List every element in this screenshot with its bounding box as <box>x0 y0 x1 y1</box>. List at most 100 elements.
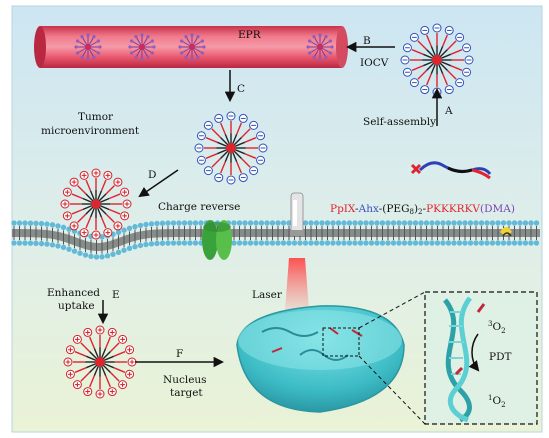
positive-charge <box>60 199 70 209</box>
singlet-oxygen-label: 1O2 <box>488 394 506 409</box>
negative-charge <box>196 131 206 141</box>
positive-charge <box>107 327 117 337</box>
positive-charge <box>118 380 128 390</box>
zoom-box <box>322 327 360 357</box>
positive-charge <box>79 170 89 180</box>
nucleus-target-line1: Nucleus <box>163 374 207 386</box>
negative-charge <box>420 25 430 35</box>
positive-charge <box>95 389 105 399</box>
positive-charge <box>79 228 89 238</box>
positive-charge <box>91 168 101 178</box>
micelle-negative-center <box>194 111 268 185</box>
negative-charge <box>455 78 465 88</box>
positive-charge <box>72 380 82 390</box>
vessel-micelle <box>178 33 206 61</box>
negative-charge <box>462 67 472 77</box>
laser-label: Laser <box>252 289 283 301</box>
positive-charge <box>103 228 113 238</box>
positive-charge <box>118 334 128 344</box>
micelle-group <box>60 23 474 399</box>
negative-charge <box>444 85 454 95</box>
positive-charge <box>120 211 130 221</box>
negative-charge <box>196 155 206 165</box>
negative-charge <box>420 85 430 95</box>
negative-charge <box>258 143 268 153</box>
positive-charge <box>125 345 135 355</box>
negative-charge <box>444 25 454 35</box>
micelle-negative-top-right <box>400 23 474 97</box>
step-d-label: D <box>148 169 156 181</box>
positive-charge <box>62 187 72 197</box>
cell-membrane <box>11 220 540 260</box>
negative-charge <box>400 55 410 65</box>
pdt-label: PDT <box>489 351 512 363</box>
positive-charge <box>113 221 123 231</box>
positive-charge <box>69 221 79 231</box>
negative-charge <box>256 155 266 165</box>
negative-charge <box>432 23 442 33</box>
step-e-label: E <box>112 289 120 301</box>
negative-charge <box>464 55 474 65</box>
negative-charge <box>203 120 213 130</box>
positive-charge <box>125 369 135 379</box>
tumor-label-line2: microenvironment <box>41 125 140 137</box>
positive-charge <box>120 187 130 197</box>
positive-charge <box>127 357 137 367</box>
positive-charge <box>113 177 123 187</box>
iocv-label: IOCV <box>360 57 389 69</box>
laser-source <box>290 192 304 236</box>
epr-label: EPR <box>238 29 262 41</box>
step-c-label: C <box>237 83 245 95</box>
negative-charge <box>214 113 224 123</box>
positive-charge <box>65 345 75 355</box>
enhanced-label-line1: Enhanced <box>47 287 100 299</box>
zoom-panel <box>358 291 538 425</box>
negative-charge <box>238 173 248 183</box>
membrane-channel-protein <box>202 220 232 260</box>
triplet-oxygen-label: 3O2 <box>488 320 506 335</box>
formula-ppix: PpIX <box>330 203 356 215</box>
micelle-positive-membrane <box>60 168 132 240</box>
molecule-formula: PpIX-Ahx-(PEG8)2-PKKKRKV(DMA) <box>330 203 515 216</box>
flow-arrows <box>97 41 443 368</box>
step-a-label: A <box>444 105 453 117</box>
arrow-d <box>138 169 179 198</box>
peptide-amphiphile-molecule <box>410 161 492 180</box>
negative-charge <box>214 173 224 183</box>
positive-charge <box>103 170 113 180</box>
positive-charge <box>63 357 73 367</box>
negative-charge <box>462 43 472 53</box>
micelle-positive-bottom <box>63 325 137 399</box>
self-assembly-label: Self-assembly <box>363 116 436 128</box>
step-f-label: F <box>176 348 183 360</box>
positive-charge <box>95 325 105 335</box>
vessel-micelle <box>74 33 102 61</box>
cell-nucleus <box>236 305 405 413</box>
positive-charge <box>122 199 132 209</box>
formula-peptide: PKKKRKV <box>426 203 480 215</box>
nucleus-target-line2: target <box>170 387 203 399</box>
negative-charge <box>226 175 236 185</box>
positive-charge <box>91 230 101 240</box>
negative-charge <box>249 166 259 176</box>
positive-charge <box>83 387 93 397</box>
charge-reverse-label: Charge reverse <box>158 201 240 213</box>
positive-charge <box>72 334 82 344</box>
positive-charge <box>83 327 93 337</box>
negative-charge <box>402 67 412 77</box>
negative-charge <box>203 166 213 176</box>
positive-charge <box>62 211 72 221</box>
negative-charge <box>256 131 266 141</box>
vessel-micelle <box>306 33 334 61</box>
negative-charge <box>455 32 465 42</box>
enhanced-label-line2: uptake <box>58 300 95 312</box>
membrane-receptor <box>500 227 512 237</box>
negative-charge <box>226 111 236 121</box>
positive-charge <box>69 177 79 187</box>
negative-charge <box>238 113 248 123</box>
positive-charge <box>107 387 117 397</box>
laser-beam <box>285 258 309 310</box>
vessel-micelles <box>74 33 334 61</box>
